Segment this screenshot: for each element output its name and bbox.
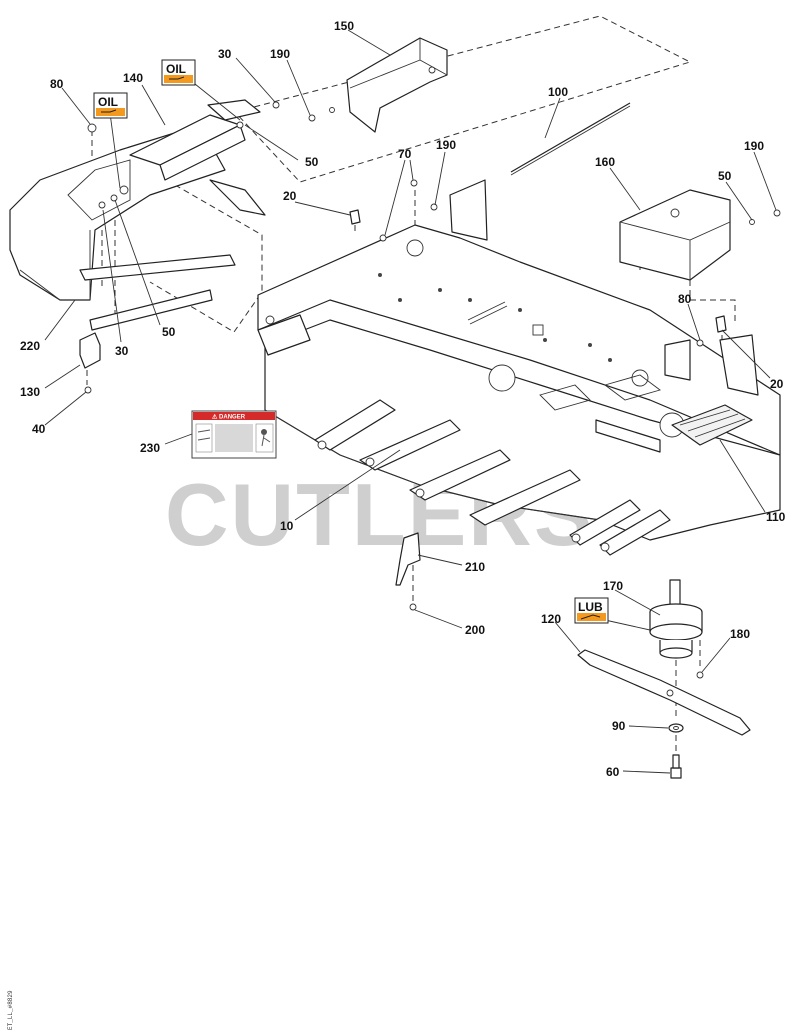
- svg-text:OIL: OIL: [166, 62, 186, 76]
- oil-tag-1: OIL: [93, 92, 128, 119]
- callout-50-top: 50: [305, 155, 319, 169]
- spindle-assembly-part-170: [649, 579, 703, 659]
- callout-190-right: 190: [744, 139, 764, 153]
- callout-50-left: 50: [162, 325, 176, 339]
- bolt-part-60: [670, 754, 682, 779]
- callout-190-top: 190: [270, 47, 290, 61]
- assembly-dashed-lines: [86, 15, 736, 765]
- callout-20-right: 20: [770, 377, 784, 391]
- bolt-200: [409, 603, 417, 611]
- callout-30-top: 30: [218, 47, 232, 61]
- svg-text:LUB: LUB: [578, 600, 603, 614]
- callout-150: 150: [334, 19, 354, 33]
- nut-70: [410, 179, 418, 187]
- callout-30-left: 30: [115, 344, 129, 358]
- callout-80-right: 80: [678, 292, 692, 306]
- hardware-group: [84, 99, 781, 679]
- leader-lines: [44, 29, 777, 774]
- callout-120: 120: [541, 612, 561, 626]
- svg-text:⚠ DANGER: ⚠ DANGER: [212, 414, 246, 421]
- callout-140: 140: [123, 71, 143, 85]
- clip-20-right: [715, 315, 727, 333]
- rod-part-100: [510, 102, 631, 176]
- lub-tag: LUB: [574, 597, 609, 624]
- bolt-190-top: [308, 114, 316, 122]
- washer-50-left: [110, 194, 118, 202]
- callout-40: 40: [32, 422, 46, 436]
- footer-code: ET_LL_#8829: [7, 990, 14, 1030]
- callout-220: 220: [20, 339, 40, 353]
- washer-30-left: [98, 201, 106, 209]
- deck-step-part-110: [595, 404, 753, 453]
- callout-210: 210: [465, 560, 485, 574]
- callout-170: 170: [603, 579, 623, 593]
- callout-50-right: 50: [718, 169, 732, 183]
- callout-200: 200: [465, 623, 485, 637]
- chute-bracket-part-140: [79, 114, 266, 331]
- bolt-180: [696, 671, 704, 679]
- callout-160: 160: [595, 155, 615, 169]
- callout-130: 130: [20, 385, 40, 399]
- callout-10: 10: [280, 519, 294, 533]
- callout-180: 180: [730, 627, 750, 641]
- mower-deck-part-10: [257, 179, 781, 556]
- callout-20-left: 20: [283, 189, 297, 203]
- bolt-190-mid: [430, 203, 438, 211]
- belt-cover-part-150: [346, 37, 448, 133]
- nut-80-left: [87, 123, 97, 133]
- callout-labels: 150 30 190 80 140 100 50 70 190 160 190 …: [20, 19, 786, 779]
- callout-100: 100: [548, 85, 568, 99]
- washer-50-right: [749, 219, 755, 225]
- callout-230: 230: [140, 441, 160, 455]
- washer-part-90: [668, 723, 684, 733]
- bolt-190-right: [773, 209, 781, 217]
- callout-80-left: 80: [50, 77, 64, 91]
- blade-part-120: [577, 649, 751, 736]
- callout-60: 60: [606, 765, 620, 779]
- callout-190-mid: 190: [436, 138, 456, 152]
- oil-tag-2: OIL: [161, 59, 196, 86]
- bracket-part-210: [395, 532, 421, 586]
- washer-30-top: [272, 101, 280, 109]
- svg-text:OIL: OIL: [98, 95, 118, 109]
- callout-90: 90: [612, 719, 626, 733]
- danger-decal-part-230: ⚠ DANGER: [191, 410, 277, 459]
- clip-20-left: [349, 209, 361, 225]
- nut-80-right: [696, 339, 704, 347]
- belt-cover-part-160: [619, 189, 731, 281]
- callout-70: 70: [398, 147, 412, 161]
- chute-hinge-part-130: [79, 332, 101, 369]
- bolt-40: [84, 386, 92, 394]
- callout-110: 110: [766, 510, 786, 524]
